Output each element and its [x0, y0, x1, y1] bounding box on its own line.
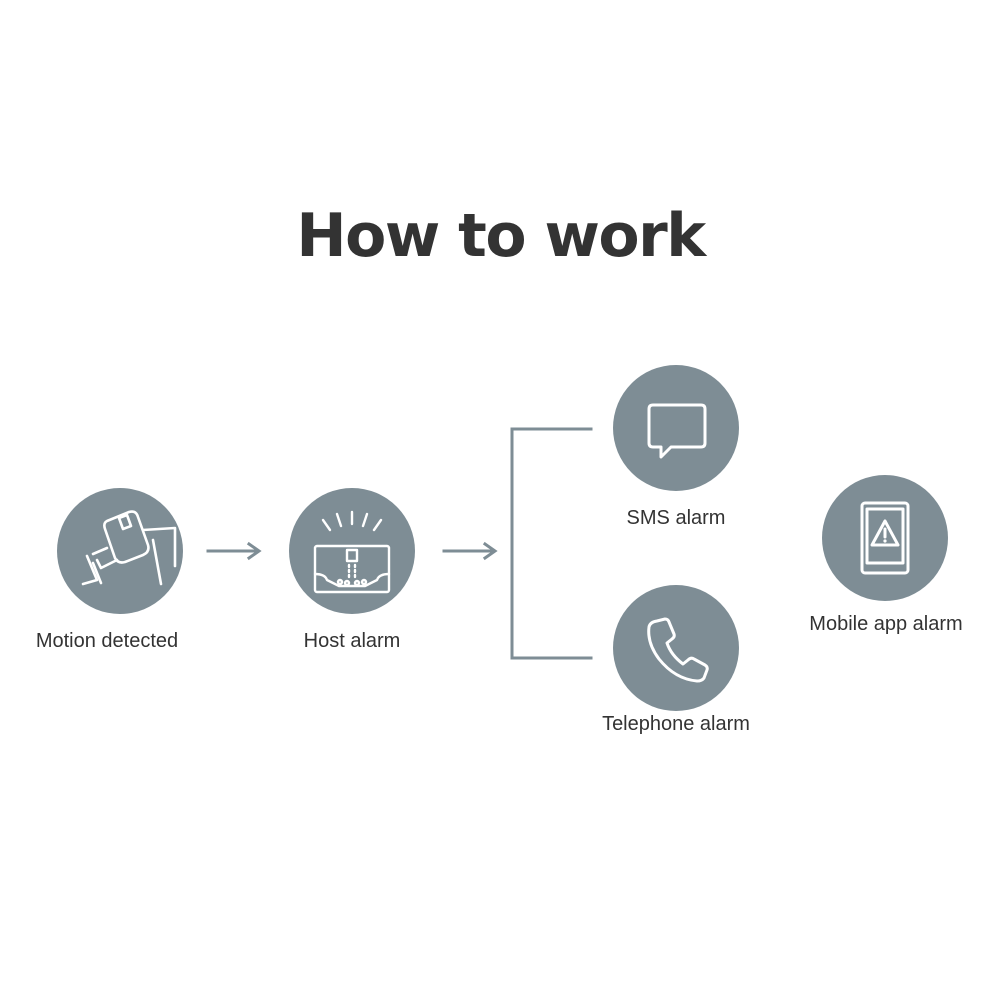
sms-alarm-label: SMS alarm: [626, 507, 726, 529]
arrow-motion-to-host: [206, 541, 262, 561]
alarm-host-panel-icon: [313, 510, 391, 594]
mobile-app-alarm-label: Mobile app alarm: [809, 613, 963, 635]
phone-handset-icon: [647, 617, 709, 683]
phone-warning-icon: [860, 501, 910, 575]
telephone-alarm-circle: [613, 585, 739, 711]
pir-motion-sensor-icon: [81, 510, 177, 586]
chat-bubble-icon: [647, 403, 707, 459]
motion-detected-label: Motion detected: [35, 630, 179, 652]
mobile-app-alarm-circle: [822, 475, 948, 601]
motion-detected-circle: [57, 488, 183, 614]
diagram-title: How to work: [296, 201, 706, 271]
branch-bracket: [510, 427, 593, 660]
host-alarm-circle: [289, 488, 415, 614]
sms-alarm-circle: [613, 365, 739, 491]
arrow-host-to-outputs: [442, 541, 498, 561]
telephone-alarm-label: Telephone alarm: [602, 713, 750, 735]
host-alarm-label: Host alarm: [303, 630, 401, 652]
